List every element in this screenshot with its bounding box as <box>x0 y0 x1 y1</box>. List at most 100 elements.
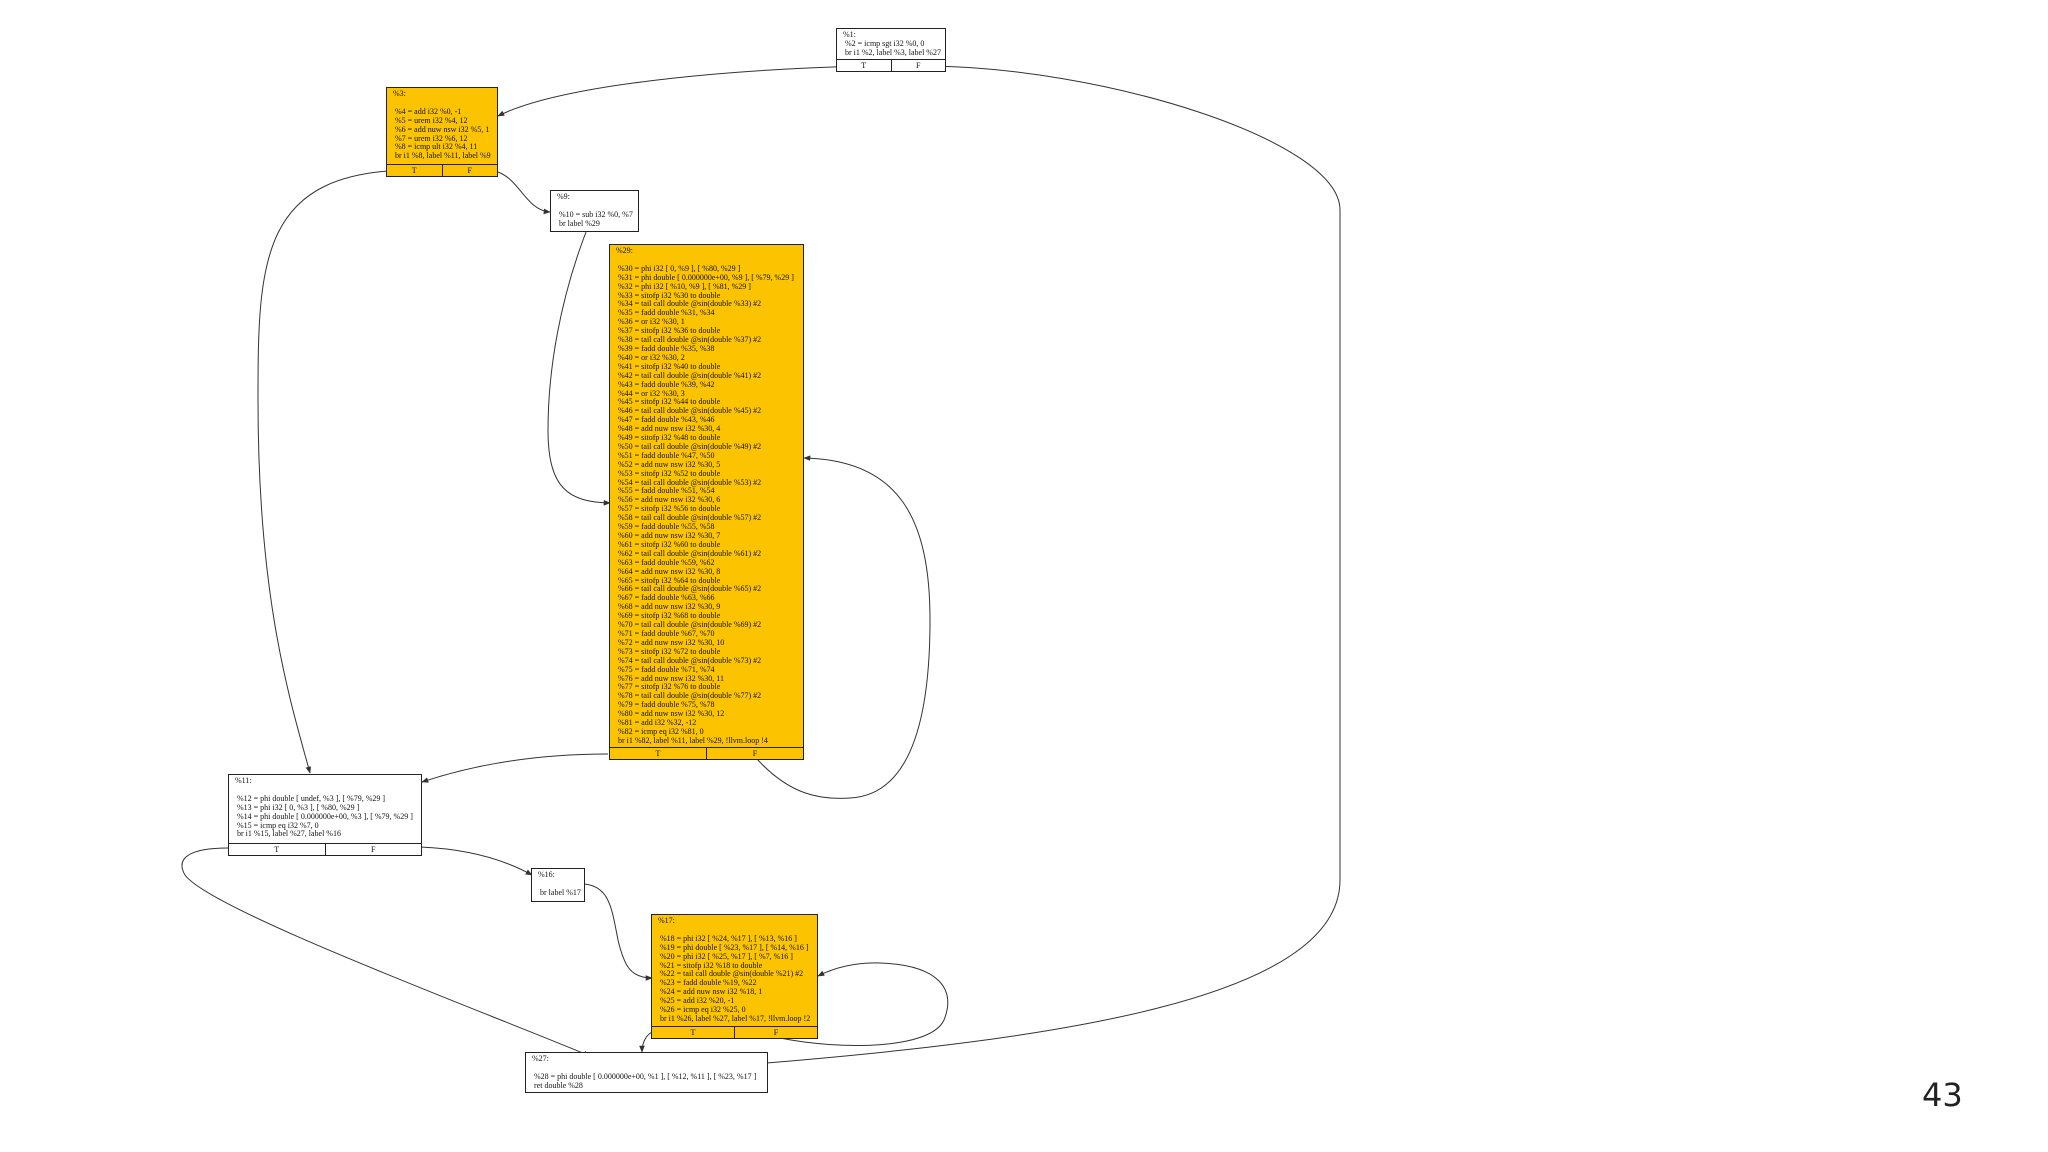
block-11-body: %11: %12 = phi double [ undef, %3 ], [ %… <box>229 775 421 843</box>
instruction-line: %61 = sitofp i32 %60 to double <box>616 539 721 549</box>
page-number: 43 <box>1922 1076 1963 1114</box>
instruction-line: %57 = sitofp i32 %56 to double <box>616 504 721 514</box>
instruction-line: br i1 %15, label %27, label %16 <box>235 829 341 839</box>
instruction-line: %73 = sitofp i32 %72 to double <box>616 646 721 656</box>
block-16-body: %16: br label %17 <box>532 869 584 901</box>
instruction-line: br label %17 <box>538 887 581 897</box>
block-3-false-port: F <box>441 165 498 176</box>
block-1-ports: T F <box>837 59 945 71</box>
block-17: %17: %18 = phi i32 [ %24, %17 ], [ %13, … <box>651 914 818 1039</box>
instruction-line: %27: <box>532 1054 549 1063</box>
instruction-line: %38 = tail call double @sin(double %37) … <box>616 335 762 345</box>
instruction-line: %26 = icmp eq i32 %25, 0 <box>658 1005 746 1015</box>
instruction-line: %44 = or i32 %30, 3 <box>616 388 685 398</box>
edge-b17-false-self <box>779 962 949 1046</box>
instruction-line: %37 = sitofp i32 %36 to double <box>616 326 721 336</box>
edge-b16-b17 <box>583 883 653 981</box>
instruction-line: %2 = icmp sgt i32 %0, 0 <box>843 38 925 48</box>
instruction-line: %48 = add nuw nsw i32 %30, 4 <box>616 424 721 434</box>
instruction-line: %80 = add nuw nsw i32 %30, 12 <box>616 709 725 719</box>
instruction-line: %1: <box>843 30 856 39</box>
instruction-line: %45 = sitofp i32 %44 to double <box>616 397 721 407</box>
instruction-line: br i1 %82, label %11, label %29, !llvm.l… <box>616 735 768 745</box>
instruction-line: ret double %28 <box>532 1080 583 1090</box>
instruction-line: %34 = tail call double @sin(double %33) … <box>616 299 762 309</box>
instruction-line: br label %29 <box>557 218 600 228</box>
instruction-line: %36 = or i32 %30, 1 <box>616 317 685 327</box>
instruction-line: %69 = sitofp i32 %68 to double <box>616 611 721 621</box>
edge-b11-false-b16 <box>419 846 533 876</box>
block-1-false-port: F <box>890 60 946 71</box>
instruction-line: %14 = phi double [ 0.000000e+00, %3 ], [… <box>235 811 413 821</box>
instruction-line: %49 = sitofp i32 %48 to double <box>616 433 721 443</box>
instruction-line: %77 = sitofp i32 %76 to double <box>616 682 721 692</box>
instruction-line: %65 = sitofp i32 %64 to double <box>616 575 721 585</box>
instruction-line: %47 = fadd double %43, %46 <box>616 415 715 425</box>
edge-b29-false-self <box>756 455 931 799</box>
block-11-false-port: F <box>324 844 422 855</box>
instruction-line: %21 = sitofp i32 %18 to double <box>658 960 763 970</box>
instruction-line: %59 = fadd double %55, %58 <box>616 522 715 532</box>
instruction-line: %71 = fadd double %67, %70 <box>616 628 715 638</box>
instruction-line: %29: <box>616 246 633 255</box>
block-29-true-port: T <box>655 749 661 758</box>
instruction-line: %46 = tail call double @sin(double %45) … <box>616 406 762 416</box>
instruction-line: br i1 %26, label %27, label %17, !llvm.l… <box>658 1013 811 1023</box>
block-1-true-port: T <box>861 61 867 70</box>
block-27-body: %27: %28 = phi double [ 0.000000e+00, %1… <box>526 1053 767 1092</box>
instruction-line: %74 = tail call double @sin(double %73) … <box>616 655 762 665</box>
instruction-line: br i1 %2, label %3, label %27 <box>843 47 941 57</box>
instruction-line: %75 = fadd double %71, %74 <box>616 664 715 674</box>
instruction-line: %40 = or i32 %30, 2 <box>616 352 685 362</box>
edge-b1-false-b27 <box>753 65 1341 1067</box>
instruction-line: %76 = add nuw nsw i32 %30, 11 <box>616 673 724 683</box>
block-29: %29: %30 = phi i32 [ 0, %9 ], [ %80, %29… <box>609 244 804 760</box>
instruction-line: %35 = fadd double %31, %34 <box>616 308 715 318</box>
instruction-line: %4 = add i32 %0, -1 <box>393 106 462 116</box>
instruction-line: %53 = sitofp i32 %52 to double <box>616 468 721 478</box>
instruction-line: %58 = tail call double @sin(double %57) … <box>616 513 762 523</box>
instruction-line: %60 = add nuw nsw i32 %30, 7 <box>616 531 721 540</box>
block-17-true-port: T <box>690 1028 696 1037</box>
edge-b3-true-b11 <box>257 169 415 774</box>
instruction-line: %31 = phi double [ 0.000000e+00, %9 ], [… <box>616 272 794 282</box>
instruction-line: %12 = phi double [ undef, %3 ], [ %79, %… <box>235 793 386 803</box>
instruction-line: %20 = phi i32 [ %25, %17 ], [ %7, %16 ] <box>658 951 793 961</box>
instruction-line: %70 = tail call double @sin(double %69) … <box>616 620 762 630</box>
instruction-line: %63 = fadd double %59, %62 <box>616 557 715 567</box>
block-3-true-port: T <box>411 166 417 175</box>
instruction-line: %64 = add nuw nsw i32 %30, 8 <box>616 566 721 576</box>
edge-b9-b29 <box>547 231 611 506</box>
instruction-line: %32 = phi i32 [ %10, %9 ], [ %81, %29 ] <box>616 281 751 291</box>
instruction-line: %78 = tail call double @sin(double %77) … <box>616 691 762 701</box>
instruction-line: %17: <box>658 916 675 925</box>
block-17-body: %17: %18 = phi i32 [ %24, %17 ], [ %13, … <box>652 915 817 1026</box>
instruction-line: %56 = add nuw nsw i32 %30, 6 <box>616 495 721 505</box>
instruction-line: %62 = tail call double @sin(double %61) … <box>616 548 762 558</box>
instruction-line: %5 = urem i32 %4, 12 <box>393 115 468 125</box>
instruction-line: %50 = tail call double @sin(double %49) … <box>616 441 762 451</box>
instruction-line: %15 = icmp eq i32 %7, 0 <box>235 820 319 830</box>
instruction-line: %22 = tail call double @sin(double %21) … <box>658 969 804 979</box>
instruction-line: %51 = fadd double %47, %50 <box>616 450 715 460</box>
instruction-line: %30 = phi i32 [ 0, %9 ], [ %80, %29 ] <box>616 263 741 273</box>
block-3-body: %3: %4 = add i32 %0, -1 %5 = urem i32 %4… <box>387 88 497 164</box>
block-3: %3: %4 = add i32 %0, -1 %5 = urem i32 %4… <box>386 87 498 177</box>
instruction-line: %25 = add i32 %20, -1 <box>658 996 735 1006</box>
instruction-line: %68 = add nuw nsw i32 %30, 9 <box>616 602 721 612</box>
block-1: %1: %2 = icmp sgt i32 %0, 0 br i1 %2, la… <box>836 28 946 72</box>
instruction-line: %16: <box>538 870 555 879</box>
instruction-line: %11: <box>235 776 252 785</box>
instruction-line: %7 = urem i32 %6, 12 <box>393 133 468 143</box>
instruction-line: %79 = fadd double %75, %78 <box>616 700 715 710</box>
block-11-ports: T F <box>229 843 421 855</box>
instruction-line: %81 = add i32 %32, -12 <box>616 718 697 728</box>
instruction-line: %82 = icmp eq i32 %81, 0 <box>616 726 704 736</box>
block-9: %9: %10 = sub i32 %0, %7 br label %29 <box>550 190 639 232</box>
instruction-line: %23 = fadd double %19, %22 <box>658 978 757 988</box>
block-11-true-port: T <box>274 845 280 854</box>
instruction-line: %41 = sitofp i32 %40 to double <box>616 361 721 371</box>
edge-b1-true-b3 <box>497 65 863 117</box>
block-29-body: %29: %30 = phi i32 [ 0, %9 ], [ %80, %29… <box>610 245 803 747</box>
instruction-line: %67 = fadd double %63, %66 <box>616 593 715 603</box>
